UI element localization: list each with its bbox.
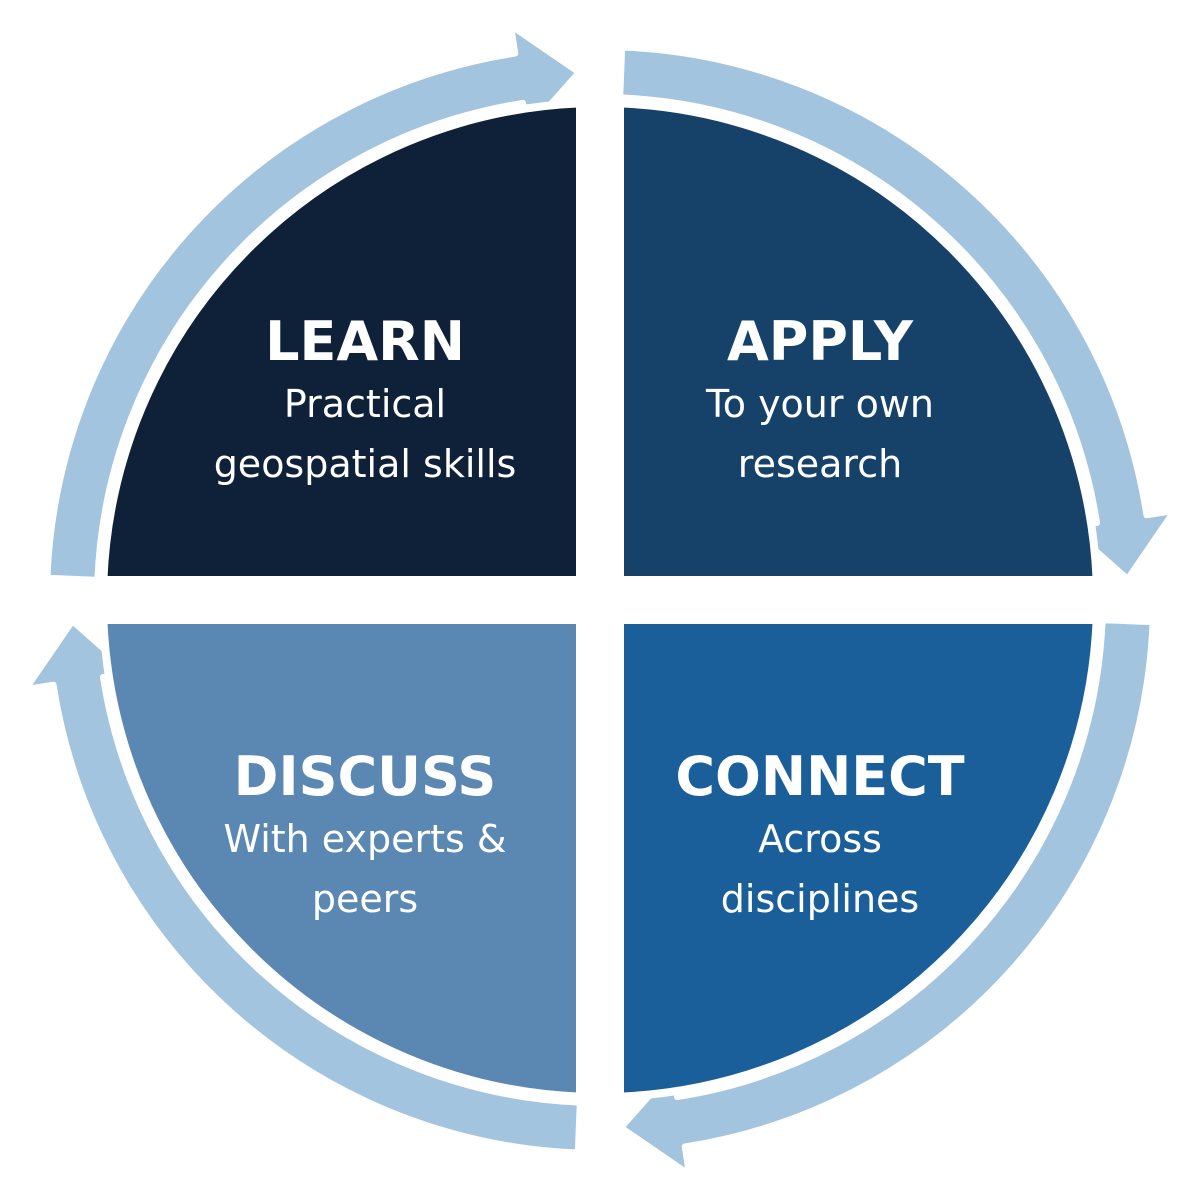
quadrant-title-learn: LEARN xyxy=(265,310,465,373)
quadrant-shape-discuss xyxy=(99,616,584,1101)
quadrant-subtitle-line: With experts & xyxy=(223,817,507,861)
quadrant-title-apply: APPLY xyxy=(726,310,914,373)
quadrant-connect: CONNECT Across disciplines xyxy=(600,745,1040,929)
quadrant-subtitle-line: To your own xyxy=(705,382,935,426)
quadrant-subtitle-line: disciplines xyxy=(720,877,920,921)
quadrant-learn: LEARN Practical geospatial skills xyxy=(145,310,585,494)
arrow-connect-to-discuss-icon xyxy=(618,617,1156,1178)
quadrant-subtitle-line: Across xyxy=(758,817,882,861)
quadrant-subtitle-line: research xyxy=(737,442,903,486)
quadrant-title-connect: CONNECT xyxy=(675,745,965,808)
quadrant-subtitle-line: geospatial skills xyxy=(213,442,517,486)
quadrant-subtitle-line: Practical xyxy=(283,382,447,426)
arrow-discuss-to-learn-icon xyxy=(22,618,583,1156)
quadrant-subtitle-line: peers xyxy=(311,877,419,921)
quadrant-shape-connect xyxy=(616,616,1101,1101)
quadrant-shape-apply xyxy=(616,99,1101,584)
quadrant-shape-learn xyxy=(99,99,584,584)
quadrant-apply: APPLY To your own research xyxy=(600,310,1040,494)
quadrant-discuss: DISCUSS With experts & peers xyxy=(145,745,585,929)
quadrant-title-discuss: DISCUSS xyxy=(233,745,497,808)
arrow-apply-to-connect-icon xyxy=(617,44,1178,582)
arrow-learn-to-apply-icon xyxy=(44,22,582,583)
